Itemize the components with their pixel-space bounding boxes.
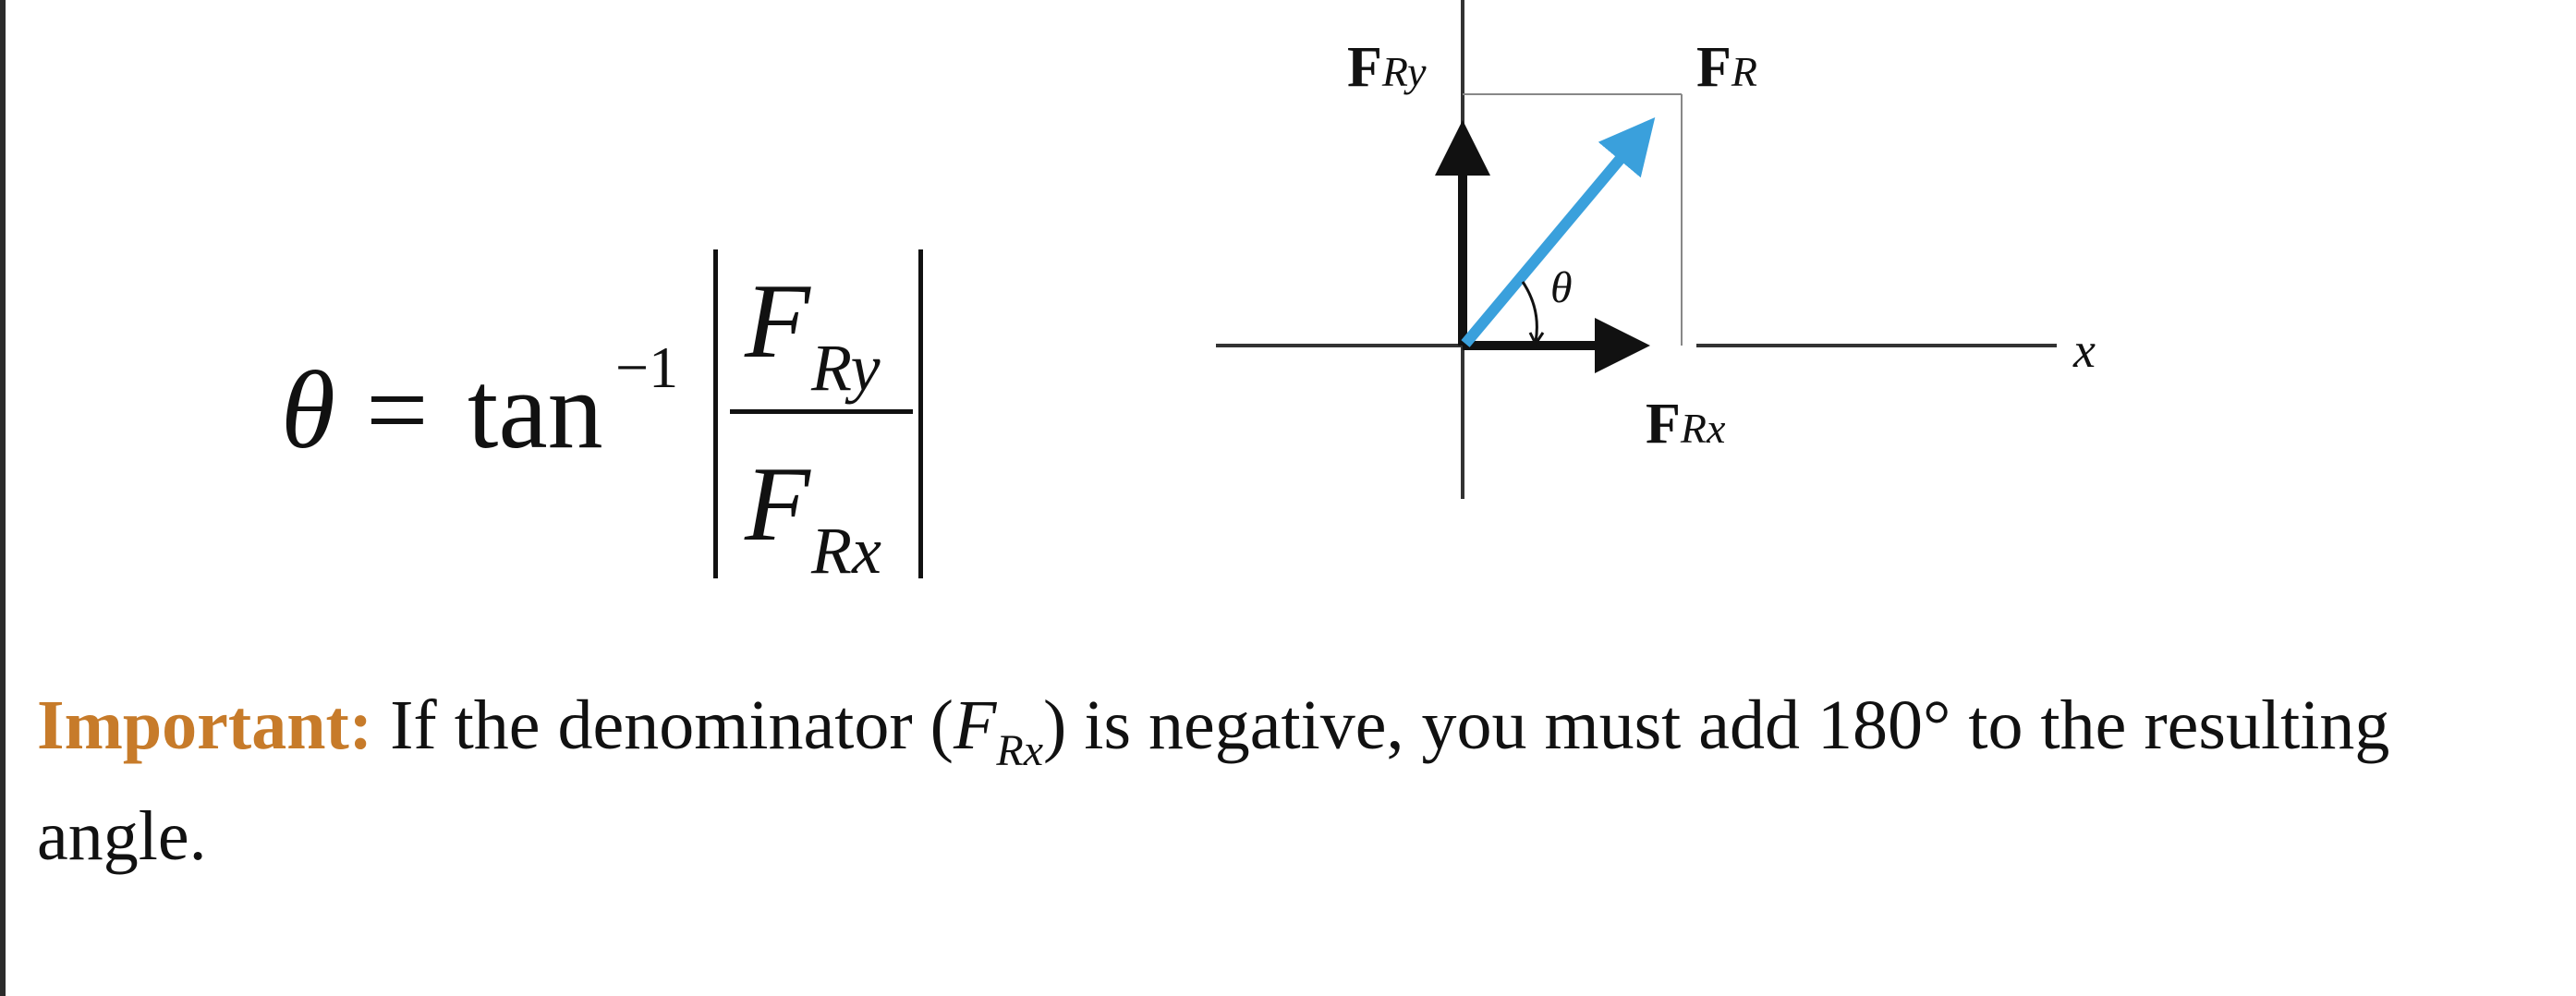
- fr-label-sub: R: [1731, 48, 1757, 95]
- important-label: Important:: [37, 686, 373, 764]
- slide: θ = tan −1 F Ry F Rx: [6, 0, 2576, 996]
- note-text-before: If the denominator (: [372, 686, 954, 764]
- frx-label-sub: Rx: [1680, 405, 1726, 452]
- absolute-value-bar-right: [918, 249, 923, 578]
- fraction-bar: [730, 409, 913, 414]
- theta-angle-arc: [1521, 281, 1538, 343]
- force-vector-diagram: FRy FR FRx θ x: [1188, 0, 2112, 554]
- fr-resultant-arrow: [1461, 117, 1656, 347]
- theta-angle-label: θ: [1550, 263, 1573, 312]
- fry-label-main: F: [1347, 36, 1382, 99]
- theta-arc-arrowhead: [1528, 332, 1545, 346]
- note-variable-subscript: Rx: [996, 726, 1044, 775]
- note-text-after: ) is negative, you must add 180° to the …: [37, 686, 2390, 875]
- formula-inverse-exponent: −1: [615, 334, 679, 400]
- vector-diagram-canvas: [1216, 0, 2057, 499]
- absolute-value-bar-left: [713, 249, 718, 578]
- angle-formula: θ = tan −1 F Ry F Rx: [6, 0, 1022, 647]
- x-axis-label: x: [2073, 322, 2096, 378]
- formula-theta: θ: [281, 348, 335, 471]
- formula-tan: tan: [468, 348, 603, 471]
- fr-label-main: F: [1696, 36, 1732, 99]
- fr-label: FR: [1696, 39, 1757, 96]
- frx-label-main: F: [1646, 393, 1681, 455]
- fry-label-sub: Ry: [1381, 48, 1427, 95]
- denominator-subscript: Rx: [811, 514, 881, 588]
- note-variable-f: F: [953, 686, 997, 764]
- fry-label: FRy: [1347, 39, 1427, 96]
- important-note: Important: If the denominator (FRx) is n…: [37, 674, 2532, 887]
- numerator-f: F: [745, 262, 810, 381]
- frx-label: FRx: [1646, 395, 1725, 453]
- denominator-f: F: [745, 445, 810, 564]
- numerator-subscript: Ry: [811, 331, 881, 405]
- formula-equals-sign: =: [366, 348, 429, 471]
